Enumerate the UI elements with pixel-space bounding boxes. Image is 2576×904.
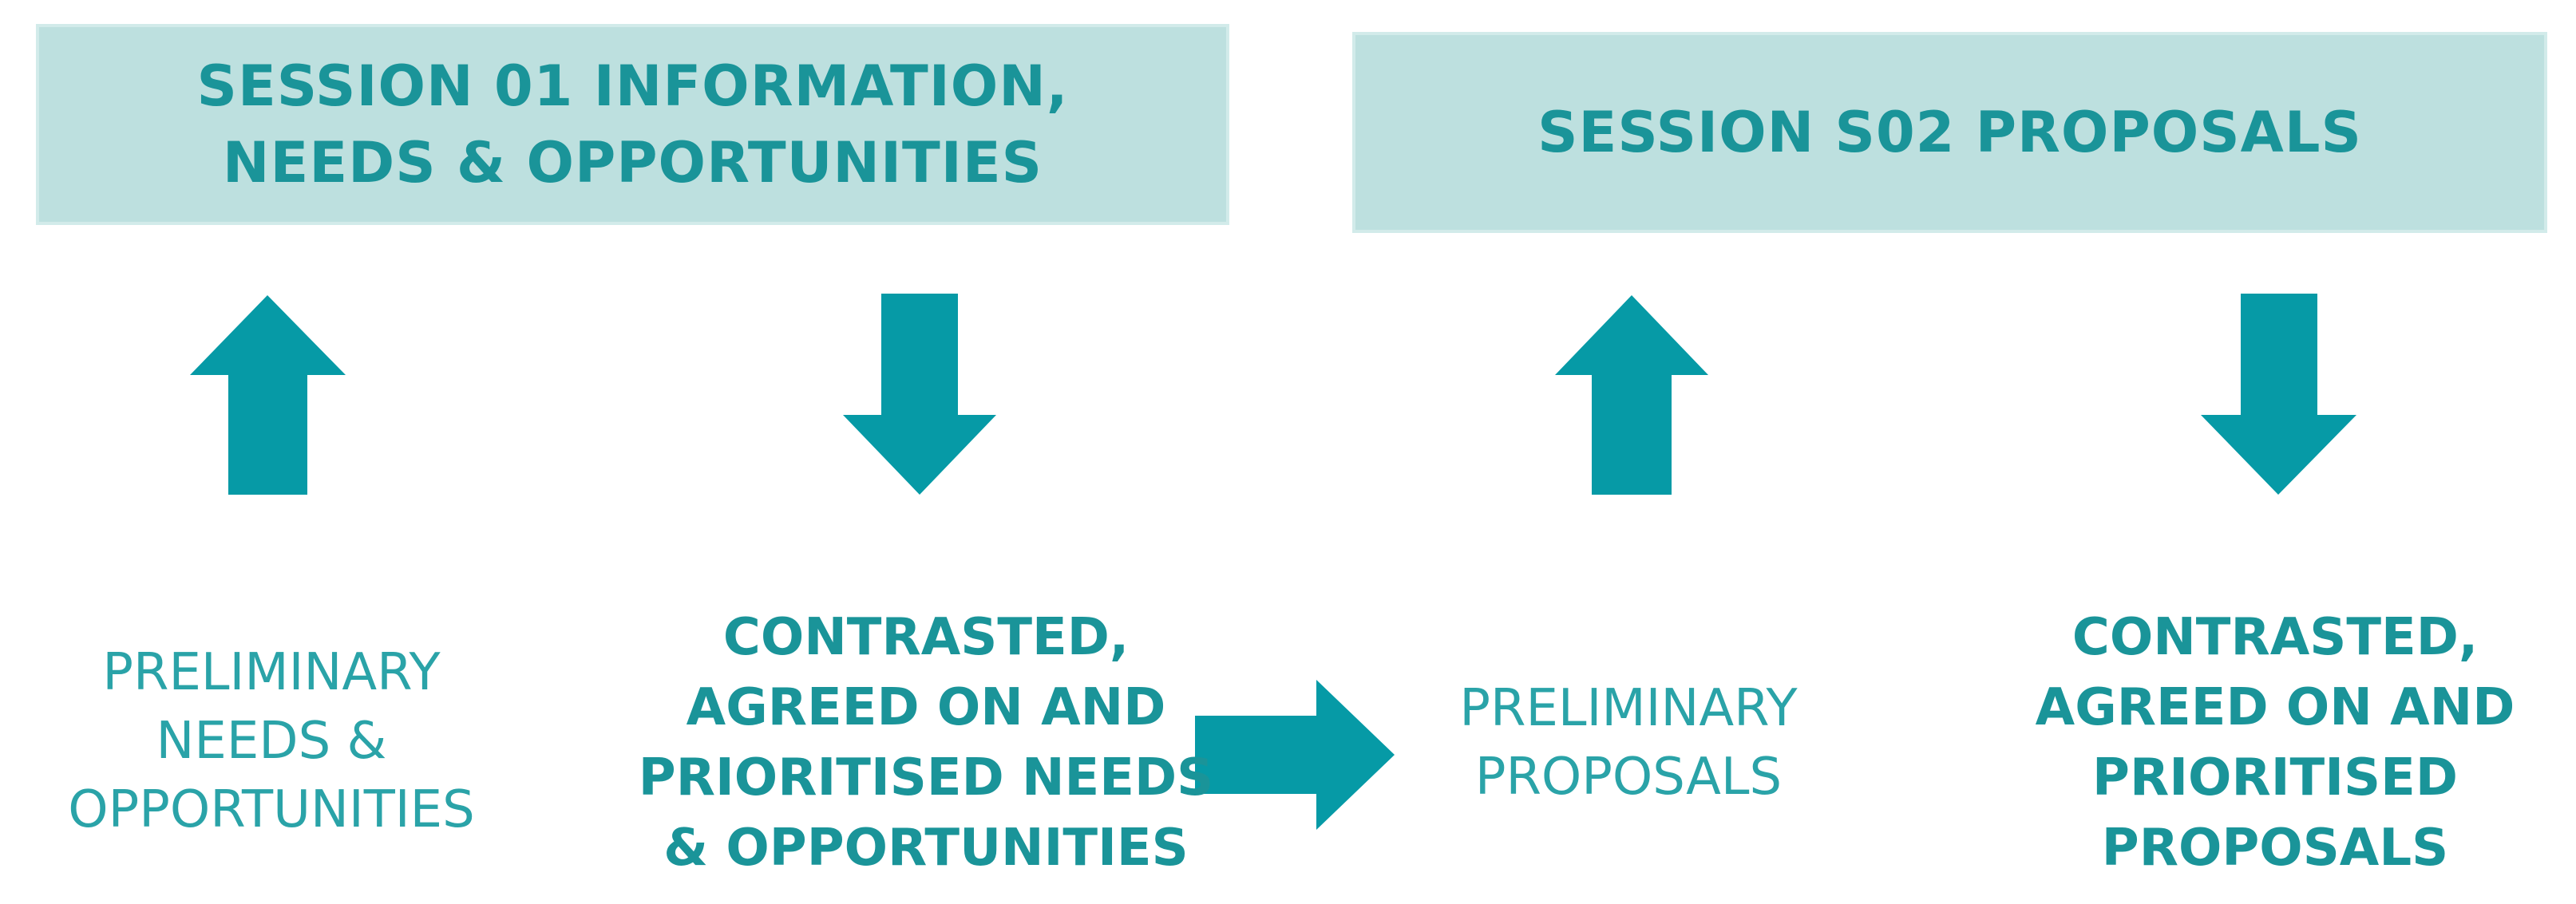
up-arrow-icon (1555, 295, 1708, 495)
session-01-box: SESSION 01 INFORMATION, NEEDS & OPPORTUN… (36, 24, 1229, 225)
down-arrow-icon (843, 294, 996, 495)
contrasted-needs-label: CONTRASTED, AGREED ON AND PRIORITISED NE… (638, 608, 1214, 878)
preliminary-needs-label: PRELIMINARY NEEDS & OPPORTUNITIES (68, 643, 475, 839)
session-02-title: SESSION S02 PROPOSALS (1537, 100, 2362, 165)
session-01-title: SESSION 01 INFORMATION, NEEDS & OPPORTUN… (196, 53, 1069, 195)
right-arrow-icon (1195, 680, 1395, 830)
up-arrow-icon (190, 295, 346, 495)
session-02-box: SESSION S02 PROPOSALS (1352, 32, 2547, 233)
contrasted-proposals-label: CONTRASTED, AGREED ON AND PRIORITISED PR… (2035, 608, 2515, 878)
down-arrow-icon (2201, 294, 2356, 495)
preliminary-proposals-label: PRELIMINARY PROPOSALS (1459, 679, 1798, 807)
